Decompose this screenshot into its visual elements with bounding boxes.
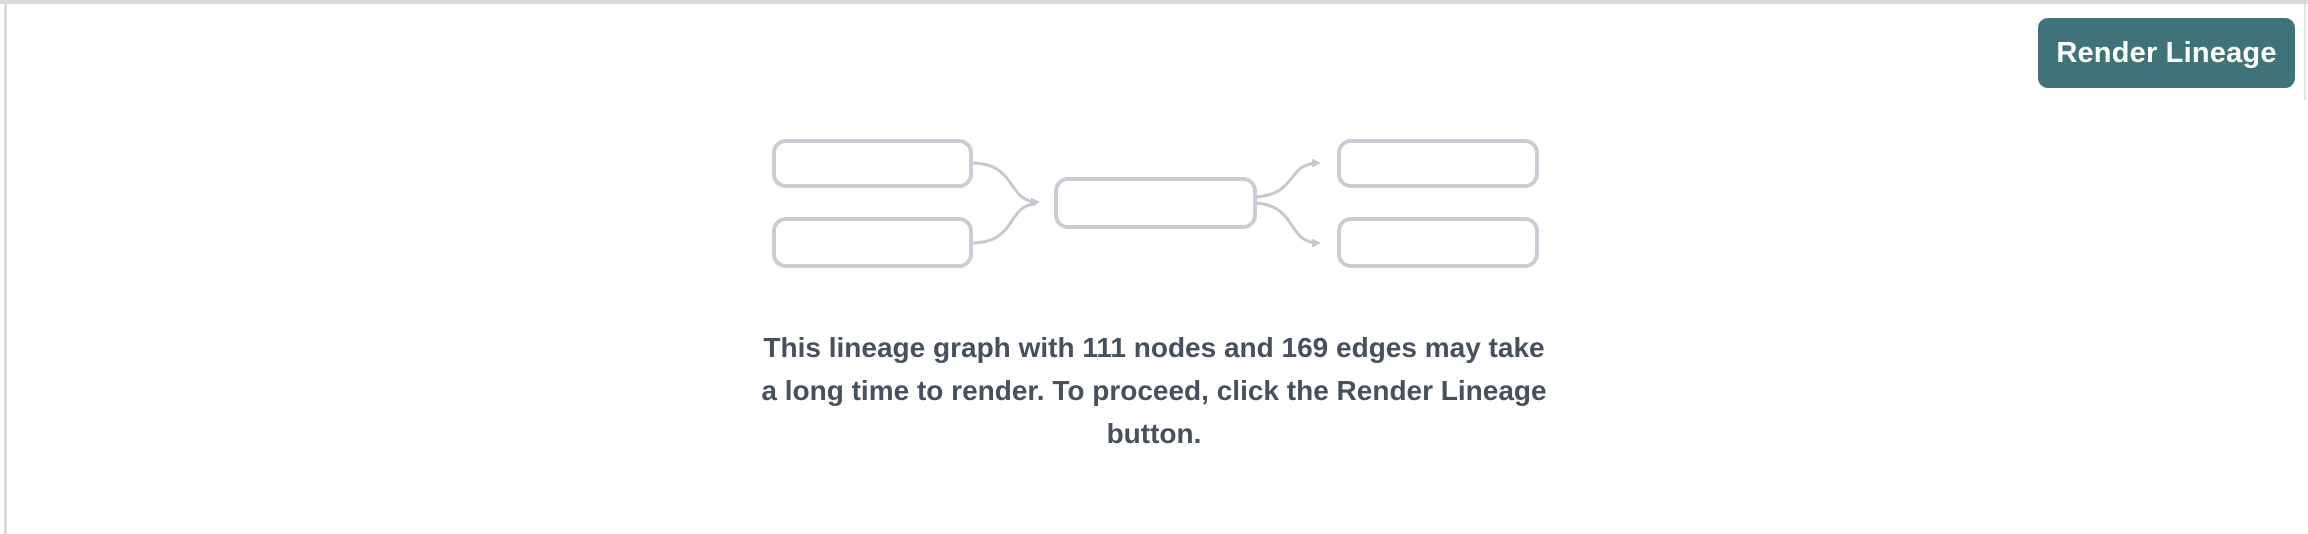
empty-state-message-line-1: This lineage graph with 111 nodes and 16… [763,332,1545,363]
edge-downstream-bottom [1254,201,1321,248]
lineage-node-bottom-left [772,217,973,268]
empty-state-message-line-2: a long time to render. To proceed, click… [761,375,1547,406]
render-lineage-button[interactable]: Render Lineage [2038,18,2295,88]
empty-state-message: This lineage graph with 111 nodes and 16… [761,326,1546,455]
lineage-node-top-left [772,139,973,188]
lineage-node-top-right [1337,139,1539,188]
edge-upstream-top [970,161,1040,207]
lineage-placeholder-illustration [772,139,1539,268]
panel-top-border [0,0,2308,4]
lineage-node-center [1054,177,1257,229]
lineage-node-bottom-right [1337,217,1539,268]
empty-state-message-line-3: button. [1106,418,1202,449]
edge-downstream-top [1254,158,1321,199]
panel-left-border [4,4,7,534]
scrollbar-track[interactable] [2304,4,2306,100]
edge-upstream-bottom [970,202,1037,245]
